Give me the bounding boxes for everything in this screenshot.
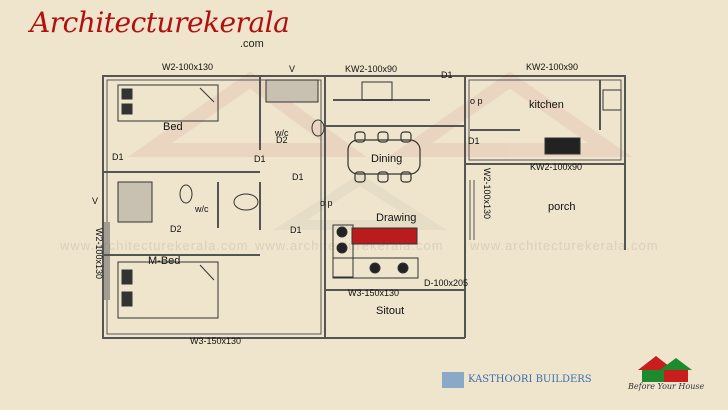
walls — [102, 75, 626, 339]
brand-domain: .com — [240, 38, 264, 50]
room-label-wc-bottom: w/c — [194, 204, 209, 214]
window-label-kw2-kitchen: KW2-100x90 — [526, 62, 578, 72]
window-label-kw2-top: KW2-100x90 — [345, 64, 397, 74]
room-label-kitchen: kitchen — [529, 99, 564, 111]
bathroom-fixtures — [117, 79, 325, 223]
door-label-d1-top: D1 — [441, 70, 453, 80]
ventilator-label-left: V — [92, 196, 98, 206]
ventilator-label-top: V — [289, 64, 295, 74]
door-label-d2-bottom: D2 — [170, 224, 182, 234]
room-label-master-bed: M-Bed — [148, 255, 180, 267]
master-bed-furniture — [117, 261, 219, 319]
window-label-w2-bed: W2-100x130 — [162, 62, 213, 72]
builder-name: KASTHOORI BUILDERS — [468, 374, 592, 385]
room-label-sitout: Sitout — [376, 305, 404, 317]
window-label-w2-vertical-right: W2-100x130 — [482, 168, 492, 219]
tagline: Before Your House — [628, 382, 705, 391]
room-label-bed: Bed — [163, 121, 183, 133]
window-label-w3-mid: W3-150x130 — [348, 288, 399, 298]
room-label-drawing: Drawing — [376, 212, 416, 224]
window-label-w3-bottom: W3-150x130 — [190, 336, 241, 346]
opening-label-mid: o p — [320, 198, 333, 208]
door-label-d1-left: D1 — [112, 152, 124, 162]
drawing-room-counter — [332, 224, 419, 279]
room-label-porch: porch — [548, 201, 576, 213]
door-label-d1-mid: D1 — [254, 154, 266, 164]
opening-label-top: o p — [470, 96, 483, 106]
bed-furniture — [117, 84, 219, 122]
door-label-d100: D-100x205 — [424, 278, 468, 288]
window-label-w2-vertical-left: W2-100x130 — [94, 228, 104, 279]
builder-logo — [442, 372, 464, 388]
room-label-wc-top: w/c — [274, 128, 289, 138]
kitchen-counter — [361, 81, 622, 155]
windows — [104, 180, 475, 300]
dining-table — [347, 131, 421, 183]
door-label-d2-top: D2 — [276, 135, 288, 145]
brand-logo: Architecturekerala — [30, 6, 290, 39]
watermark-text: www.architecturekerala.com — [469, 238, 659, 253]
brand-name: Architecturekerala — [30, 6, 290, 39]
window-label-kw2-bottom: KW2-100x90 — [530, 162, 582, 172]
house-logo-icon — [638, 356, 692, 382]
door-label-d1-bottom: D1 — [290, 225, 302, 235]
watermark-text: www.architecturekerala.com — [59, 238, 249, 253]
door-label-d1-right: D1 — [468, 136, 480, 146]
door-label-d1-mid2: D1 — [292, 172, 304, 182]
room-label-dining: Dining — [371, 153, 402, 165]
